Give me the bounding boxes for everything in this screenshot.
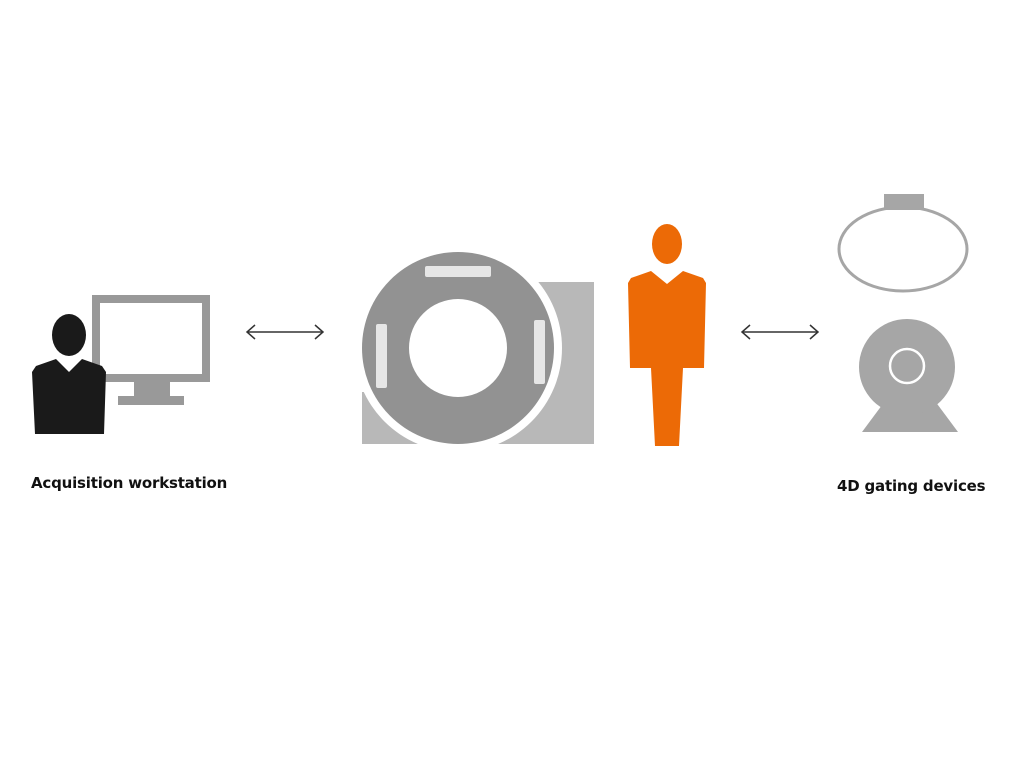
operator-with-monitor-icon [32,295,210,434]
patient-node [626,222,708,450]
arrow-workstation-scanner [244,322,326,342]
gating-devices-node [834,192,974,436]
workstation-node [28,292,214,438]
respiratory-belt-and-camera-icon [837,194,969,432]
patient-person-icon [628,224,706,446]
workstation-label: Acquisition workstation [31,474,228,492]
double-arrow-icon [245,324,325,340]
scanner-gantry-icon [360,250,594,446]
gating-devices-label: 4D gating devices [837,477,986,495]
double-arrow-icon [740,324,820,340]
arrow-patient-gating [739,322,821,342]
scanner-node [360,250,596,446]
